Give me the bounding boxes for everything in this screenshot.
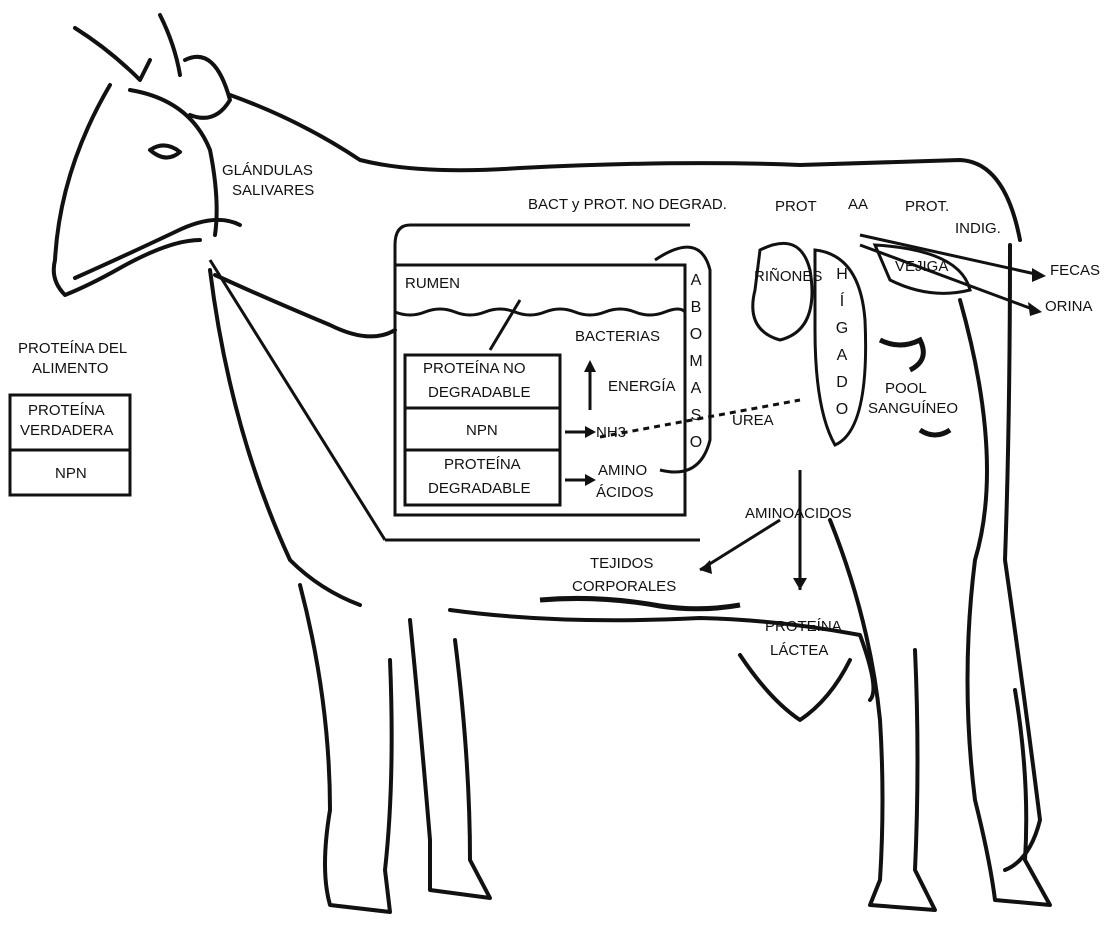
label-amino: AMINO bbox=[598, 462, 647, 480]
higado-letter: O bbox=[832, 401, 852, 419]
label-aa: AA bbox=[848, 196, 868, 214]
higado-letter: G bbox=[832, 320, 852, 338]
gut-tube bbox=[395, 225, 690, 265]
label-rumen: RUMEN bbox=[405, 275, 460, 293]
label-proteina-2: PROTEÍNA bbox=[444, 456, 521, 474]
label-corporales: CORPORALES bbox=[572, 578, 676, 596]
cow-front-leg-2 bbox=[410, 620, 490, 898]
abomaso-letter: M bbox=[686, 353, 706, 371]
label-prot: PROT bbox=[775, 198, 817, 216]
label-urea: UREA bbox=[732, 412, 774, 430]
cow-hind-leg-1 bbox=[830, 520, 935, 910]
abomaso-letter: A bbox=[686, 272, 706, 290]
label-rinones: RIÑONES bbox=[754, 268, 822, 286]
higado-letter: D bbox=[832, 374, 852, 392]
label-fecas: FECAS bbox=[1050, 262, 1100, 280]
label-salivares: SALIVARES bbox=[232, 182, 314, 200]
cow-neck-lower bbox=[210, 270, 360, 605]
label-npn-left: NPN bbox=[55, 465, 87, 483]
label-npn-box: NPN bbox=[466, 422, 498, 440]
kidney-outline bbox=[753, 243, 812, 340]
abomaso-letter: A bbox=[686, 380, 706, 398]
label-acidos: ÁCIDOS bbox=[596, 484, 654, 502]
cow-tail bbox=[1005, 245, 1040, 870]
cow-back bbox=[230, 95, 1020, 240]
label-glandulas: GLÁNDULAS bbox=[222, 162, 313, 180]
label-degradable-1: DEGRADABLE bbox=[428, 384, 531, 402]
label-prot-no: PROTEÍNA NO bbox=[423, 360, 526, 378]
label-bact-prot: BACT y PROT. NO DEGRAD. bbox=[528, 196, 727, 214]
label-proteina-verdadera-2: VERDADERA bbox=[20, 422, 113, 440]
label-orina: ORINA bbox=[1045, 298, 1093, 316]
cow-hind-leg-2 bbox=[960, 300, 1050, 905]
cow-face-top bbox=[130, 90, 217, 235]
label-tejidos: TEJIDOS bbox=[590, 555, 653, 573]
abomaso-letter: S bbox=[686, 407, 706, 425]
cow-neck bbox=[215, 275, 395, 336]
cow-front-leg-1 bbox=[300, 585, 392, 912]
label-energia: ENERGÍA bbox=[608, 378, 676, 396]
label-pool: POOL bbox=[885, 380, 927, 398]
label-prot-dot: PROT. bbox=[905, 198, 949, 216]
cow-eye bbox=[150, 145, 180, 157]
label-alimento: ALIMENTO bbox=[32, 360, 108, 378]
label-proteina-del: PROTEÍNA DEL bbox=[18, 340, 127, 358]
label-aminoacidos: AMINOÁCIDOS bbox=[745, 505, 852, 523]
cow-head-outline bbox=[54, 85, 200, 295]
label-degradable-2: DEGRADABLE bbox=[428, 480, 531, 498]
label-proteina-verdadera-1: PROTEÍNA bbox=[28, 402, 105, 420]
higado-letter: H bbox=[832, 266, 852, 284]
cow-horn-right bbox=[160, 15, 180, 75]
abomaso-letter: B bbox=[686, 299, 706, 317]
label-lactea: LÁCTEA bbox=[770, 642, 828, 660]
abomaso-letter: O bbox=[686, 326, 706, 344]
cow-ear bbox=[185, 57, 230, 118]
higado-letter: A bbox=[832, 347, 852, 365]
label-sanguineo: SANGUÍNEO bbox=[868, 400, 958, 418]
abomaso-letter: O bbox=[686, 434, 706, 452]
label-indig: INDIG. bbox=[955, 220, 1001, 238]
cow-udder bbox=[740, 655, 850, 720]
higado-letter: Í bbox=[832, 293, 852, 311]
label-vejiga: VEJIGA bbox=[895, 258, 948, 276]
rumen-wavy-line bbox=[395, 309, 685, 315]
label-nh3: NH3 bbox=[596, 424, 626, 442]
label-proteina-lactea: PROTEÍNA bbox=[765, 618, 842, 636]
cow-horn-left bbox=[75, 28, 150, 80]
label-bacterias: BACTERIAS bbox=[575, 328, 660, 346]
